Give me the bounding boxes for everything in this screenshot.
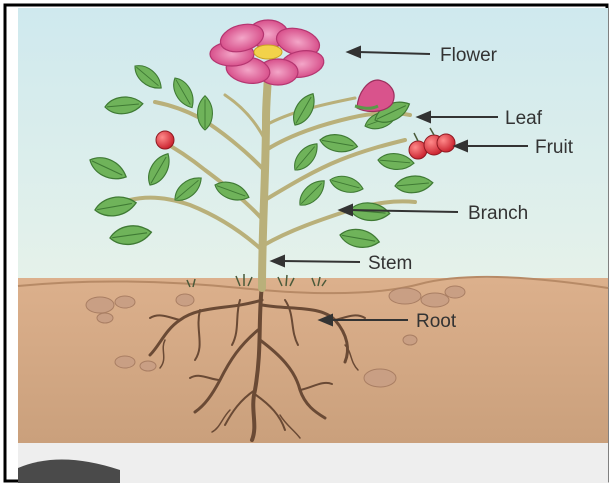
label-root: Root: [416, 311, 457, 332]
label-leaf: Leaf: [505, 108, 543, 129]
label-branch: Branch: [468, 203, 528, 224]
label-stem: Stem: [368, 253, 412, 274]
label-flower: Flower: [440, 45, 498, 66]
label-fruit: Fruit: [535, 137, 574, 158]
